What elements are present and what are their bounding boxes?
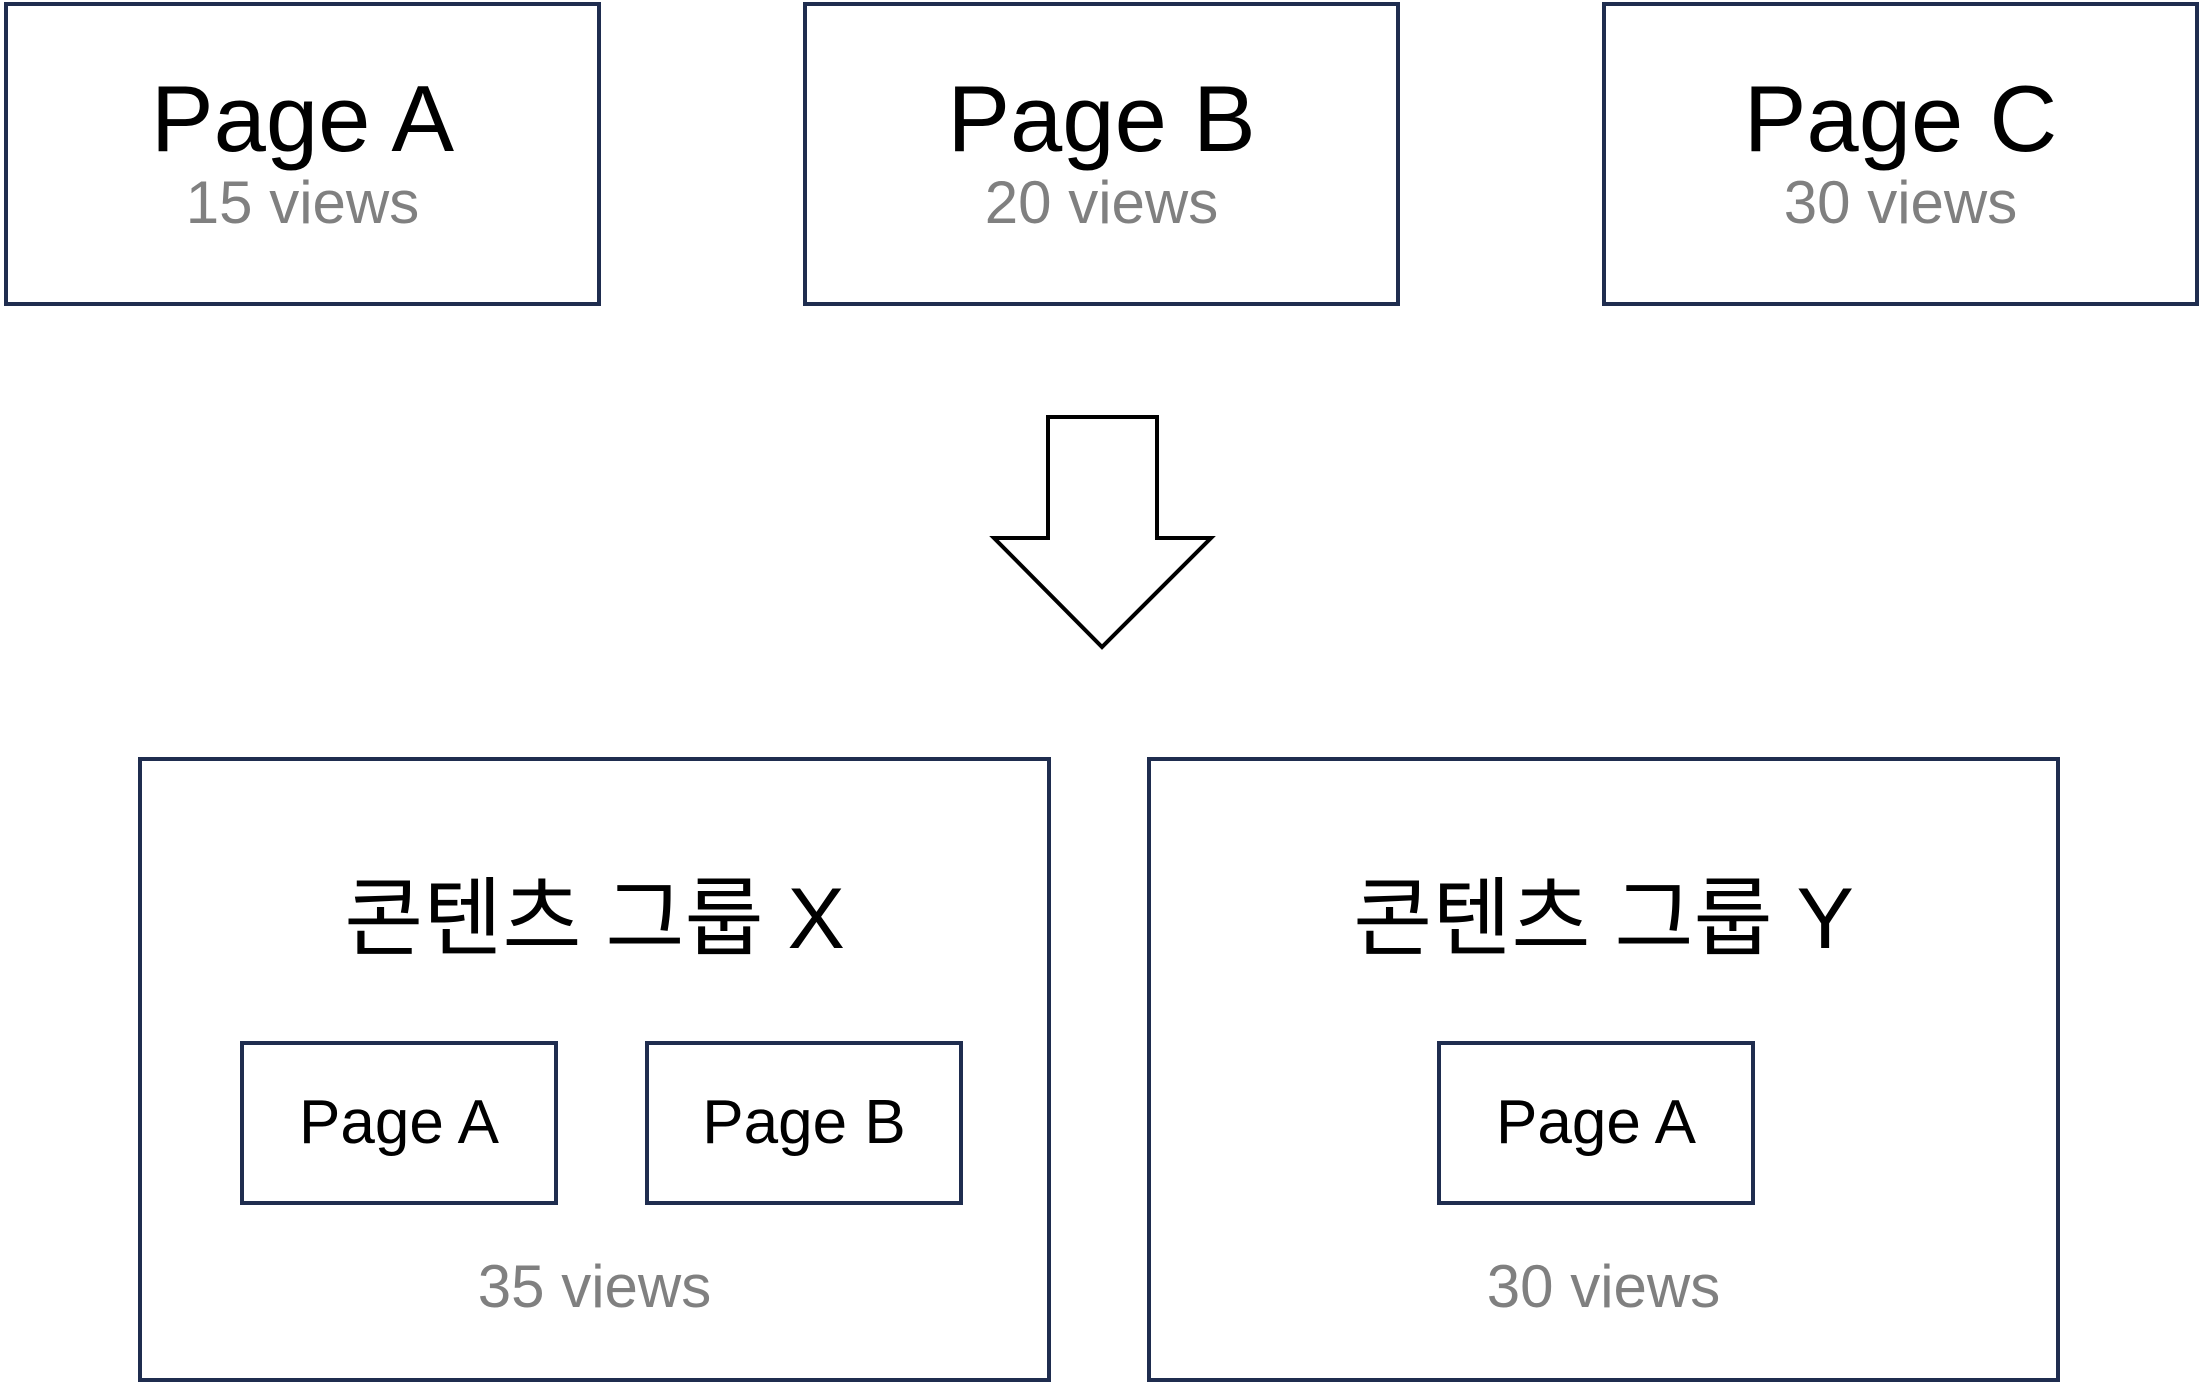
group-x-member-page-a: Page A [240,1041,558,1205]
content-group-x-box: 콘텐츠 그룹 X Page A Page B 35 views [138,757,1051,1382]
group-y-member-page-a: Page A [1437,1041,1755,1205]
content-group-x-views: 35 views [477,1253,712,1320]
content-group-y-title: 콘텐츠 그룹 Y [1353,871,1854,967]
content-group-y-box: 콘텐츠 그룹 Y Page A 30 views [1147,757,2060,1382]
group-x-member-page-b: Page B [645,1041,963,1205]
member-label: Page A [1496,1088,1696,1157]
member-label: Page B [702,1088,906,1157]
page-b-views: 20 views [984,169,1219,236]
content-group-x-title: 콘텐츠 그룹 X [344,871,845,967]
page-a-box: Page A 15 views [4,2,601,306]
page-c-views: 30 views [1783,169,2018,236]
page-c-box: Page C 30 views [1602,2,2199,306]
page-a-title: Page A [150,66,455,171]
member-label: Page A [299,1088,499,1157]
content-group-y-views: 30 views [1486,1253,1721,1320]
page-b-box: Page B 20 views [803,2,1400,306]
down-arrow-icon [989,415,1216,650]
page-b-title: Page B [947,66,1256,171]
page-a-views: 15 views [185,169,420,236]
page-c-title: Page C [1743,66,2058,171]
